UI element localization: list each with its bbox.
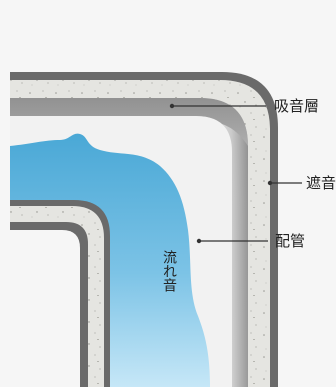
absorption-layer-label: 吸音層 bbox=[274, 97, 320, 115]
pipe-label: 配管 bbox=[275, 232, 306, 250]
insulation-layer-label: 遮音層 bbox=[306, 174, 336, 192]
flow-sound-label: 流れ音 bbox=[161, 250, 177, 292]
